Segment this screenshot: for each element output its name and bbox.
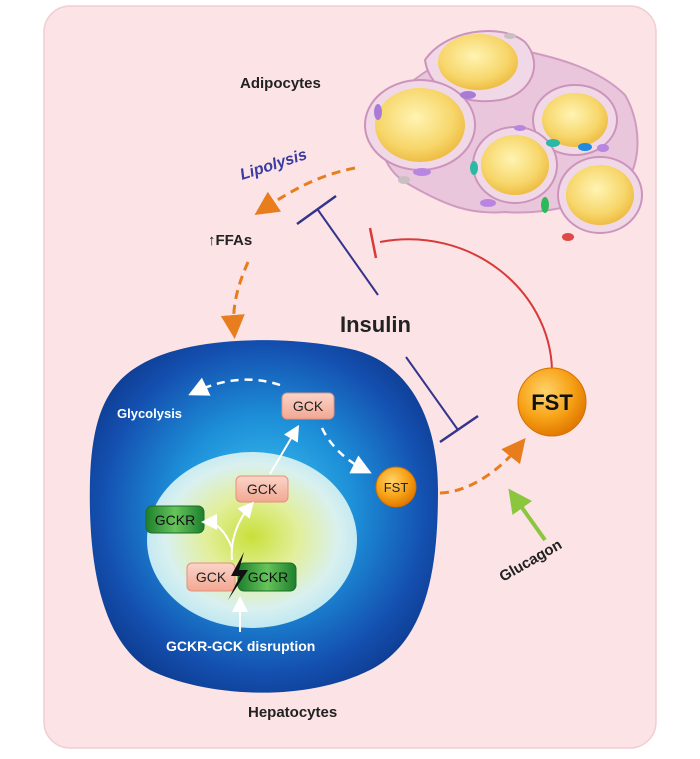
hepatocytes-label: Hepatocytes xyxy=(248,704,337,721)
inhibition-bar xyxy=(296,194,337,226)
gck-nucleus-box xyxy=(235,475,289,503)
fst-hepatic-label: FST xyxy=(384,480,409,495)
fst-circulating-label: FST xyxy=(531,390,573,415)
gckr-release-arrow xyxy=(201,514,233,549)
gckr-free-label: GCKR xyxy=(155,512,195,528)
adipocyte-cluster xyxy=(364,30,643,241)
ffas-to-liver-arrow xyxy=(220,261,250,339)
inhibition-bar xyxy=(368,227,378,259)
adipocytes-label: Adipocytes xyxy=(240,75,321,92)
gck-release-arrow xyxy=(230,501,254,561)
fat-droplet xyxy=(481,135,549,195)
insulin-label: Insulin xyxy=(340,312,411,337)
adipocyte-nucleus xyxy=(504,33,516,39)
adipocyte-nucleus xyxy=(480,199,496,207)
fat-droplet xyxy=(375,88,465,162)
fat-droplet xyxy=(542,93,608,147)
adipocyte-nucleus xyxy=(514,125,526,131)
adipocyte-nucleus xyxy=(470,161,478,175)
fat-droplet xyxy=(438,34,518,90)
insulin-inhibits-lipolysis-line xyxy=(317,209,379,296)
gck-nucleus-label: GCK xyxy=(247,481,278,497)
disruption-label: GCKR-GCK disruption xyxy=(166,638,315,654)
ffas-label: ↑FFAs xyxy=(208,232,252,249)
adipocyte-nucleus xyxy=(398,176,410,184)
gckr-complex-box xyxy=(237,562,297,592)
glycolysis-arrow xyxy=(188,377,281,396)
lipolysis-arrow xyxy=(254,166,356,215)
adipocyte-nucleus xyxy=(460,91,476,99)
gck-to-fst-arrow xyxy=(320,427,372,474)
adipocyte-nucleus xyxy=(546,139,560,147)
gck-complex-label: GCK xyxy=(196,569,227,585)
fst-circulating-circle xyxy=(517,367,587,437)
insulin-inhibits-fst-line xyxy=(405,356,459,431)
gck-export-arrow xyxy=(269,424,300,475)
gck-cytoplasm-label: GCK xyxy=(293,398,324,414)
glucagon-arrow xyxy=(508,488,547,542)
disruption-lightning-icon xyxy=(228,552,248,600)
adipocyte-nucleus xyxy=(374,104,382,120)
gck-complex-box xyxy=(186,562,236,592)
glycolysis-label: Glycolysis xyxy=(117,406,182,421)
fst-secretion-arrow xyxy=(439,437,526,495)
adipocyte-nucleus xyxy=(541,197,549,213)
gck-cytoplasm-box xyxy=(281,392,335,420)
fst-inhibits-insulin-line xyxy=(379,238,553,371)
adipocyte-nucleus xyxy=(597,144,609,152)
inhibition-bar xyxy=(439,414,479,444)
adipocyte-nucleus xyxy=(413,168,431,176)
fst-hepatic-circle xyxy=(375,466,417,508)
gckr-complex-label: GCKR xyxy=(248,569,288,585)
fat-droplet xyxy=(566,165,634,225)
adipocyte-nucleus xyxy=(578,143,592,151)
adipocyte-nucleus xyxy=(562,233,574,241)
